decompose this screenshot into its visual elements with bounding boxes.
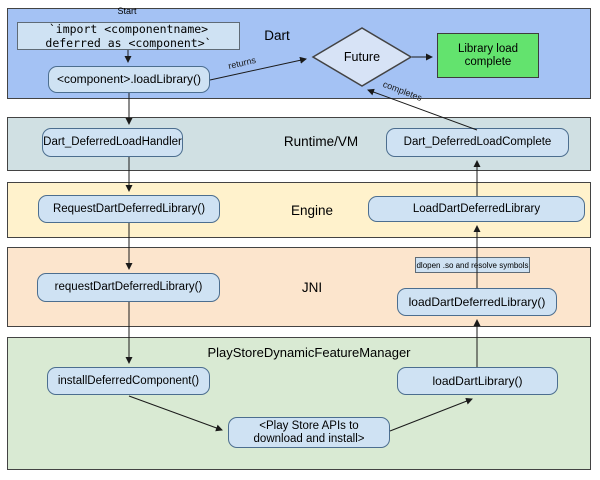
layer-label-engine: Engine [290, 203, 334, 218]
dart-deferred-load-handler-node: Dart_DeferredLoadHandler [42, 128, 183, 157]
play-store-apis-node: <Play Store APIs to download and install… [228, 417, 390, 448]
future-diamond-shape [311, 27, 413, 87]
dart-deferred-load-complete-node: Dart_DeferredLoadComplete [386, 128, 569, 157]
request-dart-deferred-library-jni-node: requestDartDeferredLibrary() [37, 273, 220, 302]
import-code-node: `import <componentname> deferred as <com… [17, 22, 240, 50]
load-dart-deferred-library-engine-node: LoadDartDeferredLibrary [368, 196, 585, 222]
dlopen-note: dlopen .so and resolve symbols [415, 257, 530, 273]
layer-label-jni: JNI [301, 280, 323, 295]
request-dart-deferred-library-engine-node: RequestDartDeferredLibrary() [38, 195, 220, 223]
load-library-node: <component>.loadLibrary() [48, 66, 210, 93]
install-deferred-component-node: installDeferredComponent() [47, 367, 210, 395]
library-load-complete-node: Library load complete [437, 33, 539, 78]
layer-label-runtime-vm: Runtime/VM [283, 134, 359, 149]
load-dart-deferred-library-jni-node: loadDartDeferredLibrary() [397, 288, 557, 316]
layer-label-playstore: PlayStoreDynamicFeatureManager [207, 345, 411, 360]
load-dart-library-node: loadDartLibrary() [397, 367, 558, 395]
future-decision-label: Future [343, 49, 381, 64]
start-caption: Start [117, 6, 137, 16]
layer-label-dart: Dart [264, 28, 290, 43]
